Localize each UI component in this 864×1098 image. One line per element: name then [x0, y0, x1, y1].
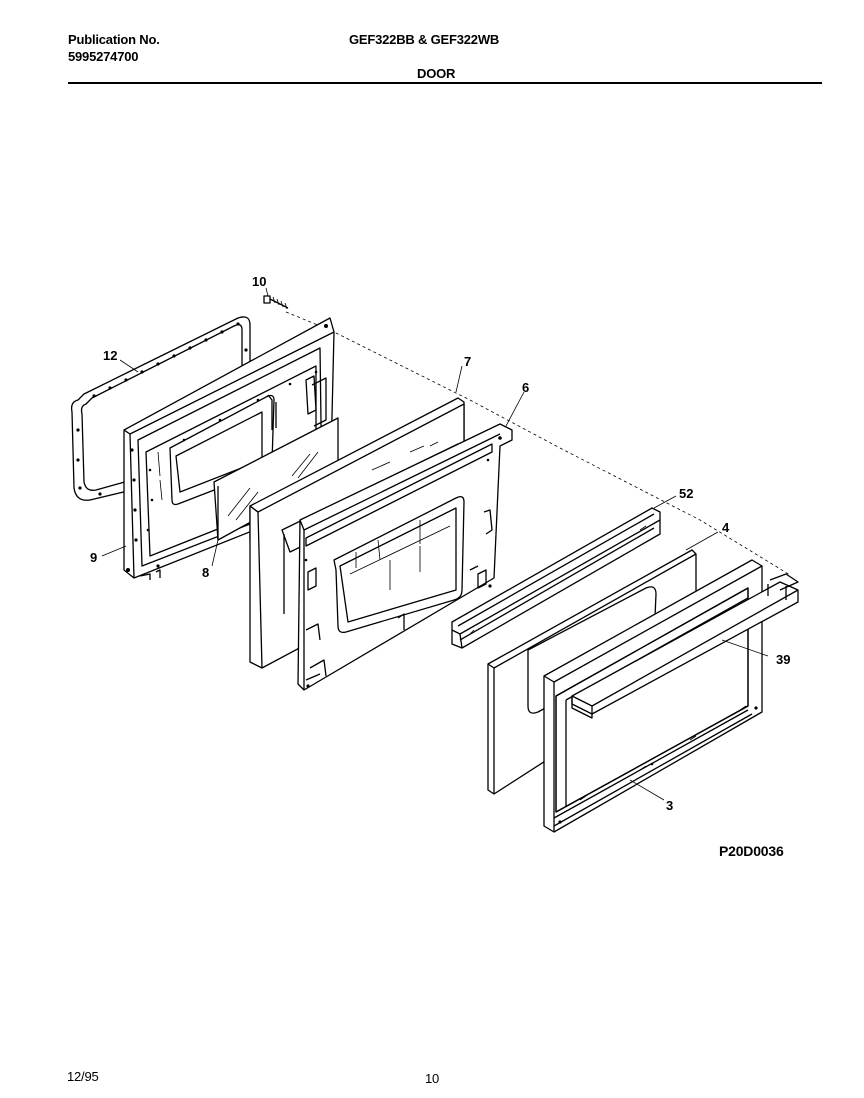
footer-date: 12/95 [67, 1069, 99, 1084]
callout-6: 6 [522, 380, 529, 395]
callout-8: 8 [202, 565, 209, 580]
alignment-line [285, 311, 791, 576]
callout-12: 12 [103, 348, 117, 363]
publication-label: Publication No. [68, 32, 160, 47]
part-6-door-liner [297, 423, 513, 691]
callout-9: 9 [90, 550, 97, 565]
callout-52: 52 [679, 486, 693, 501]
section-title: DOOR [417, 66, 456, 81]
callout-10: 10 [252, 274, 266, 289]
callout-39: 39 [776, 652, 790, 667]
header-rule [68, 82, 822, 84]
leader-lines [101, 287, 769, 801]
part-12-gasket [70, 316, 251, 501]
figure-code: P20D0036 [719, 843, 784, 859]
part-10-screw [263, 295, 289, 310]
model-numbers: GEF322BB & GEF322WB [349, 32, 500, 47]
page-number: 10 [425, 1071, 440, 1086]
callout-3: 3 [666, 798, 673, 813]
part-39-door-handle [571, 573, 799, 719]
part-52-door-trim [451, 507, 661, 649]
callout-4: 4 [722, 520, 730, 535]
callout-7: 7 [464, 354, 471, 369]
publication-number: 5995274700 [68, 49, 139, 64]
